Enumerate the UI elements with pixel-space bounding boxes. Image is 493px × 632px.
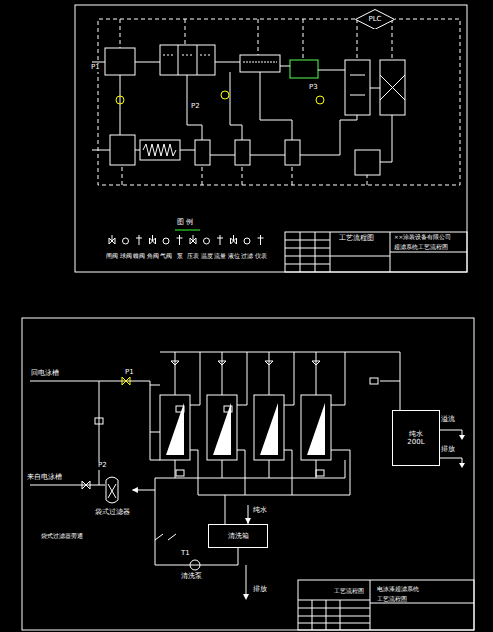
legend-text: 仪表 [255,254,267,260]
legend-text: 角阀 [147,254,159,260]
title-block [285,232,467,272]
label: P2 [97,462,108,470]
label: 工艺流程图 [333,588,365,595]
legend-text: 蝶阀 [133,254,145,260]
label: 排放 [252,586,268,594]
legend-underline [175,230,200,231]
label: T1 [180,550,191,558]
label: 图 例 [176,219,194,227]
legend-text: 闸阀 [106,254,118,260]
filter-vessel [105,474,119,506]
pump-symbol [116,91,324,104]
label: ××涂装设备有限公司 [393,234,452,240]
legend-symbol [109,235,115,244]
label: 清洗泵 [180,573,203,581]
label: P1 [124,369,135,377]
legend-text: 压表 [187,254,199,260]
drawing-frame [75,5,467,272]
filter-bag [108,484,116,498]
legend-symbol [231,235,237,244]
legend-symbols [109,235,264,245]
label: 来自电泳槽 [26,474,63,482]
node-text: 200L [407,438,424,446]
legend-symbol [204,238,210,244]
legend-symbol [163,238,169,244]
legend-symbol [244,238,250,244]
legend-symbol [123,238,129,244]
node-text: 清洗箱 [228,532,249,540]
valve-symbol [82,361,378,489]
legend-text: 流量 [214,254,226,260]
legend-symbol [177,235,183,245]
label: P3 [308,84,319,92]
pipe [30,352,462,598]
bag-filter: 袋式过滤器 [92,474,133,516]
label: P1 [90,64,101,72]
vessel-outline [106,477,118,503]
node-text: PLC [368,15,381,23]
signal-line [98,19,460,185]
legend-symbol [190,235,196,244]
legend-text: 过滤 [241,254,253,260]
legend-text: 温度 [201,254,213,260]
label: 回电泳槽 [30,370,60,378]
label: 排放 [440,446,456,454]
label: 电泳漆超滤系统 [376,586,420,592]
label: 超滤系统工艺流程图 [393,244,449,250]
title-block [298,580,474,630]
node-text: 纯水 [409,430,423,438]
label: 工艺流程图 [376,596,408,602]
label: 工艺流程图 [338,235,375,243]
cleaning-tank: 清洗箱 [208,524,268,548]
legend-text: 气阀 [160,254,172,260]
legend-symbol [258,235,264,245]
legend-symbol [217,235,223,245]
drawing-frame [22,318,474,630]
legend-text: 液位 [228,254,240,260]
legend-symbol [136,235,142,245]
label: 袋式过滤器旁通 [40,533,84,539]
pipe [92,62,392,162]
membrane-fill [166,403,325,455]
plc-diamond: PLC [355,9,395,30]
label: 溢流 [440,416,456,424]
tank [105,45,405,175]
legend-text: 泵 [177,254,183,260]
legend-text: 球阀 [120,254,132,260]
node-text: 袋式过滤器 [94,508,131,516]
label: 纯水 [252,507,268,515]
legend-symbol [150,235,156,244]
water-tank: 纯水200L [392,410,440,466]
label: P2 [190,103,201,111]
